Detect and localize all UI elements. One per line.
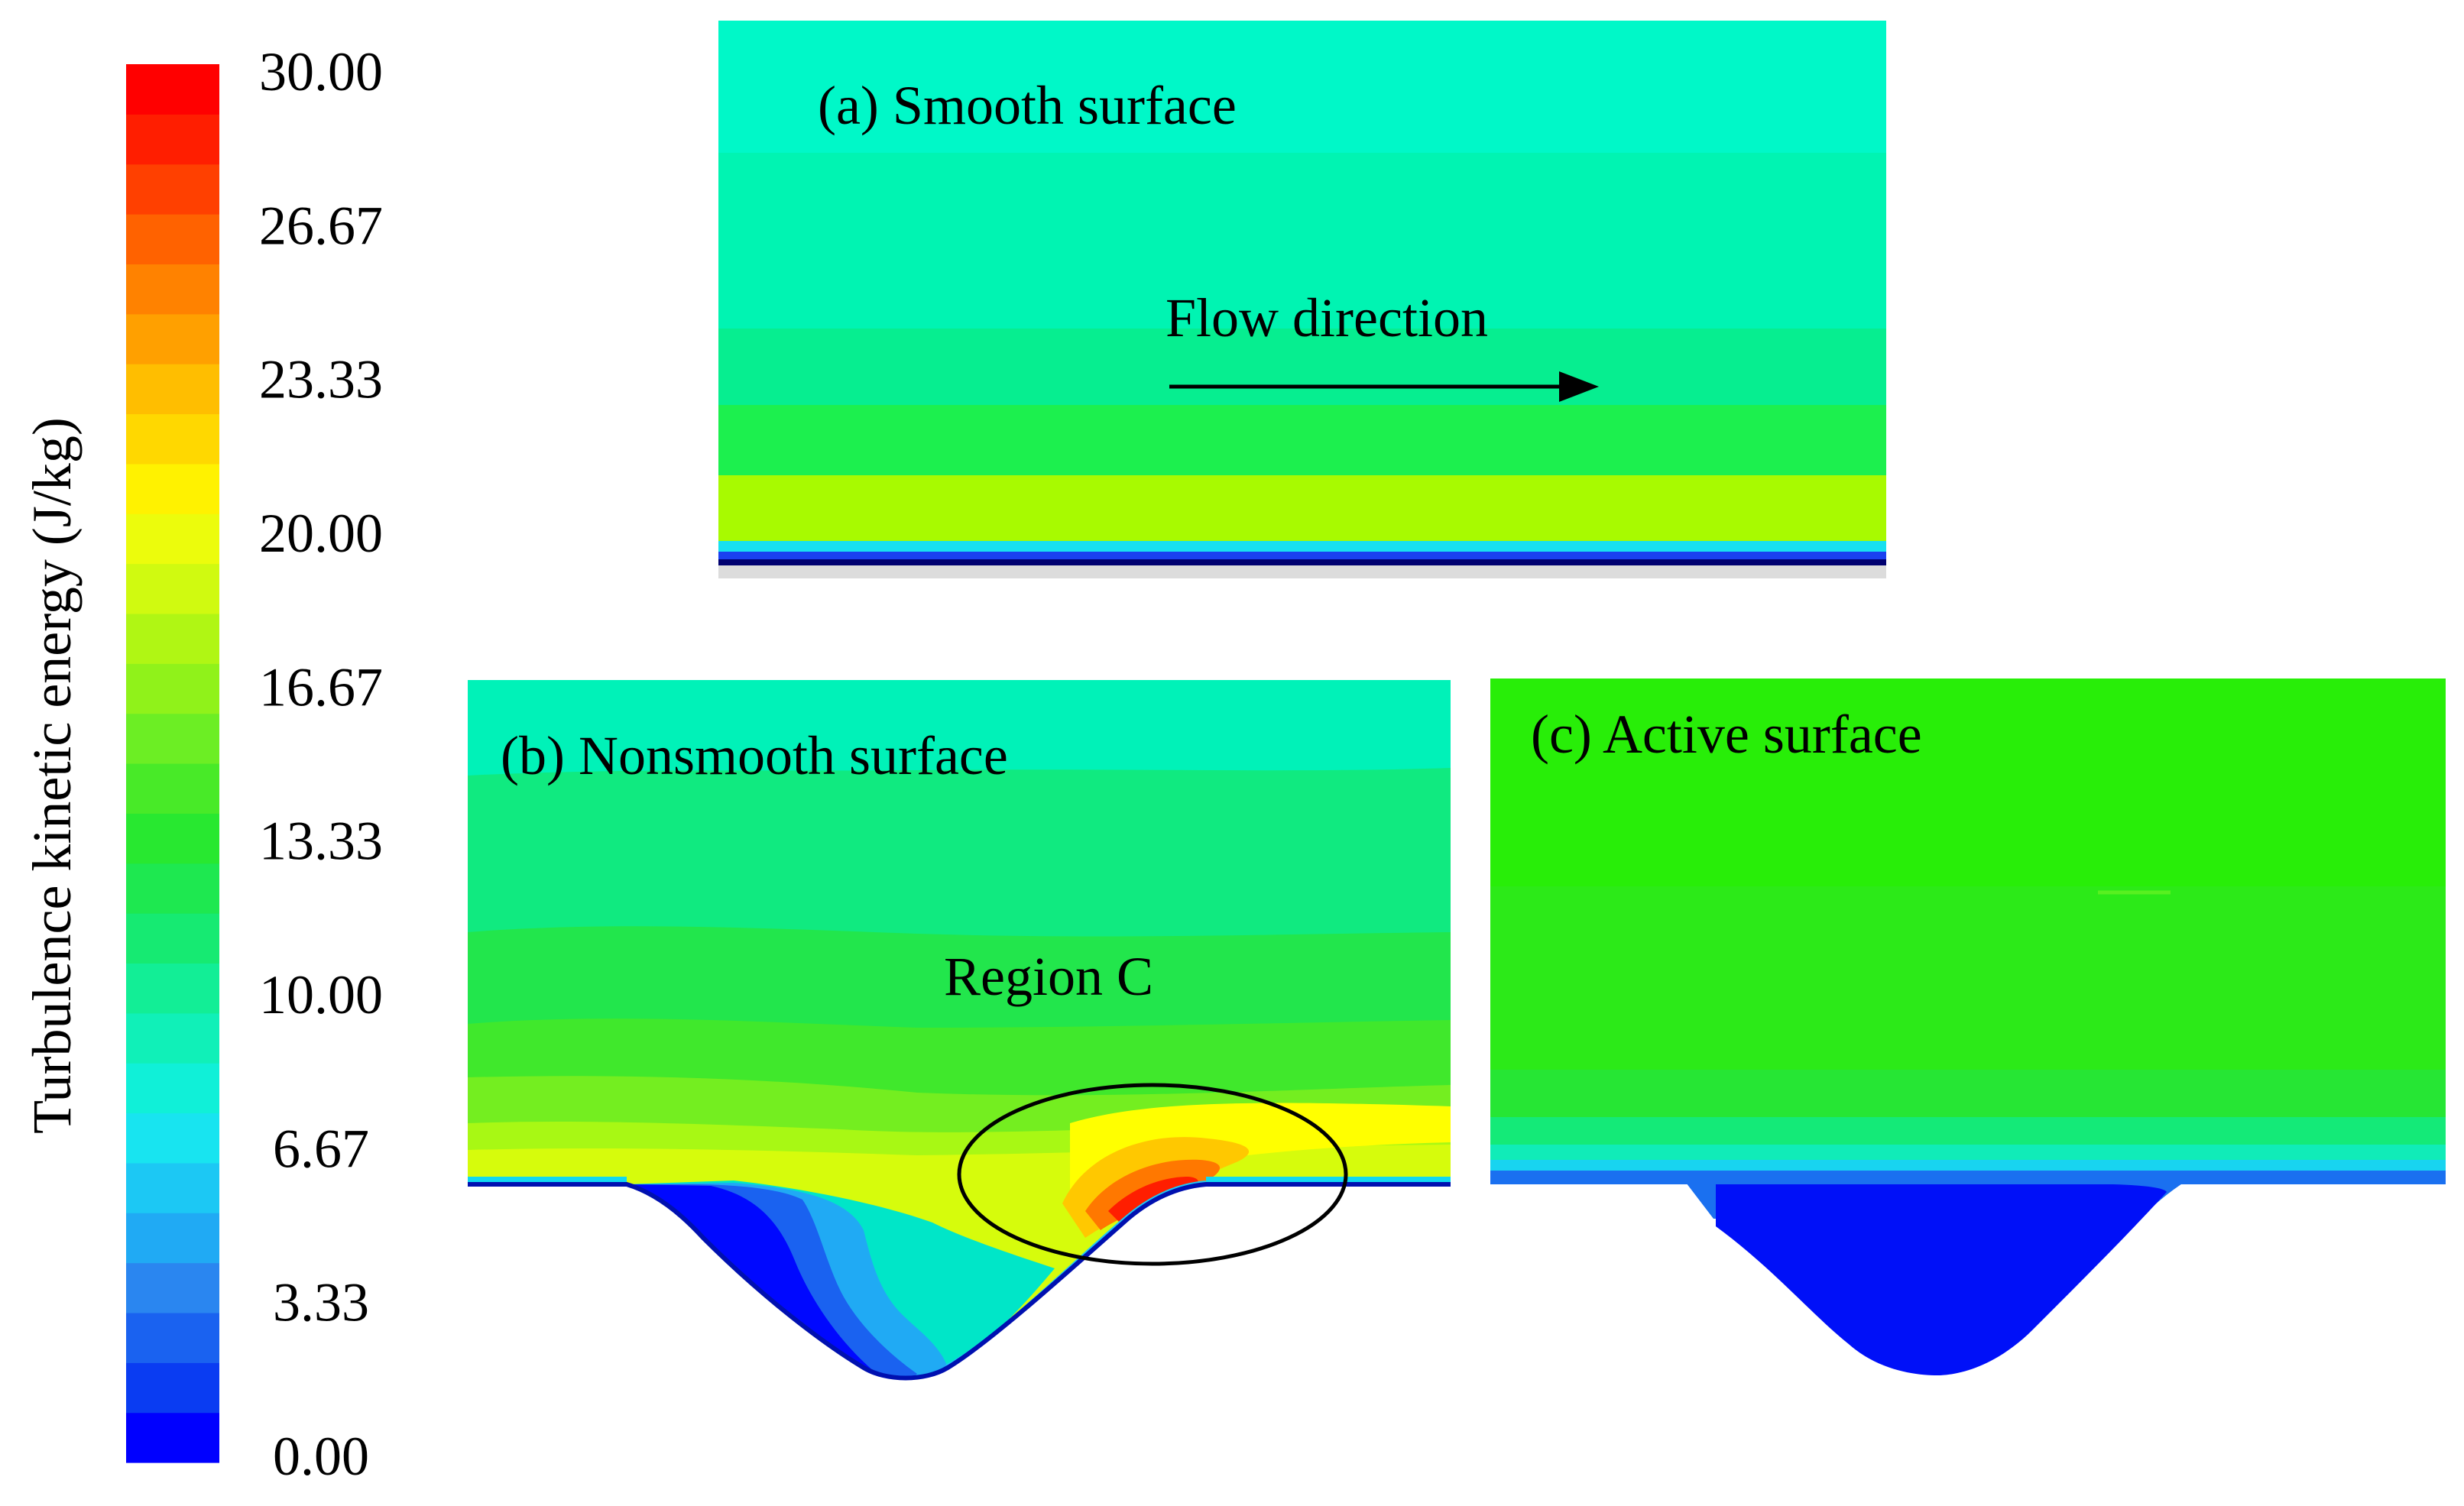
colorbar: Turbulence kinetic energy (J/kg) 30.00 26… [21,41,383,1487]
panel-c-band-5 [1490,1160,2446,1171]
colorbar-swatch [126,214,219,265]
colorbar-swatch [126,413,219,465]
colorbar-swatch [126,164,219,215]
panel-a-band-5 [718,541,1886,552]
colorbar-swatch [126,1262,219,1313]
colorbar-swatch [126,1412,219,1463]
panel-smooth-surface: (a) Smooth surface Flow direction [718,21,1886,578]
colorbar-swatch [126,763,219,814]
colorbar-swatch [126,663,219,714]
panel-a-wall [718,559,1886,565]
colorbar-tick-label: 10.00 [259,964,383,1025]
panel-c-band-2 [1490,1070,2446,1117]
colorbar-swatch [126,1162,219,1213]
colorbar-swatch [126,114,219,165]
colorbar-swatches [126,64,219,1463]
panel-a-band-6 [718,552,1886,559]
colorbar-tick-label: 23.33 [259,349,383,410]
panel-nonsmooth-surface: (b) Nonsmooth surface Region C [468,680,1451,1381]
panel-c-cavity [1716,1184,2167,1375]
panel-c-band-1 [1490,886,2446,1070]
panel-a-band-3 [718,405,1886,475]
colorbar-tick-label: 20.00 [259,503,383,564]
panel-a-band-2 [718,329,1886,405]
panel-active-surface: (c) Active surface [1490,679,2446,1375]
flow-direction-label: Flow direction [1166,287,1488,348]
colorbar-tick-labels: 30.00 26.67 23.33 20.00 16.67 13.33 10.00 6.67 3… [259,41,383,1487]
colorbar-tick-label: 0.00 [273,1426,369,1487]
panel-b-wall [468,1182,1451,1381]
colorbar-swatch [126,913,219,964]
panel-b-contour-7 [1070,1103,1451,1192]
panel-c-band-4 [1490,1145,2446,1160]
colorbar-swatch [126,1213,219,1264]
colorbar-swatch [126,563,219,614]
colorbar-swatch [126,813,219,864]
colorbar-tick-label: 30.00 [259,41,383,102]
panel-b-contour-14 [627,1184,879,1375]
colorbar-swatch [126,264,219,315]
panel-a-shadow [718,565,1886,578]
panel-c-label: (c) Active surface [1531,704,1922,765]
colorbar-swatch [126,963,219,1014]
colorbar-swatch [126,313,219,364]
colorbar-tick-label: 16.67 [259,656,383,717]
flow-direction-arrow [1169,371,1599,402]
colorbar-tick-label: 3.33 [273,1272,369,1333]
colorbar-swatch [126,1362,219,1414]
colorbar-swatch [126,364,219,415]
panel-c-band-3 [1490,1117,2446,1145]
colorbar-tick-label: 26.67 [259,195,383,256]
colorbar-swatch [126,1112,219,1164]
panel-a-band-1 [718,153,1886,329]
colorbar-swatch [126,64,219,115]
region-c-ellipse [957,1083,1348,1266]
region-c-label: Region C [944,946,1153,1007]
colorbar-swatch [126,713,219,764]
colorbar-tick-label: 13.33 [259,811,383,872]
panel-a-band-4 [718,475,1886,541]
colorbar-swatch [126,863,219,914]
colorbar-tick-label: 6.67 [273,1118,369,1179]
colorbar-swatch [126,513,219,565]
colorbar-swatch [126,1063,219,1114]
colorbar-swatch [126,1312,219,1363]
panel-a-label: (a) Smooth surface [818,75,1237,136]
colorbar-title: Turbulence kinetic energy (J/kg) [21,417,83,1134]
colorbar-swatch [126,463,219,514]
colorbar-swatch [126,613,219,664]
colorbar-swatch [126,1012,219,1064]
panel-b-label: (b) Nonsmooth surface [501,725,1008,786]
